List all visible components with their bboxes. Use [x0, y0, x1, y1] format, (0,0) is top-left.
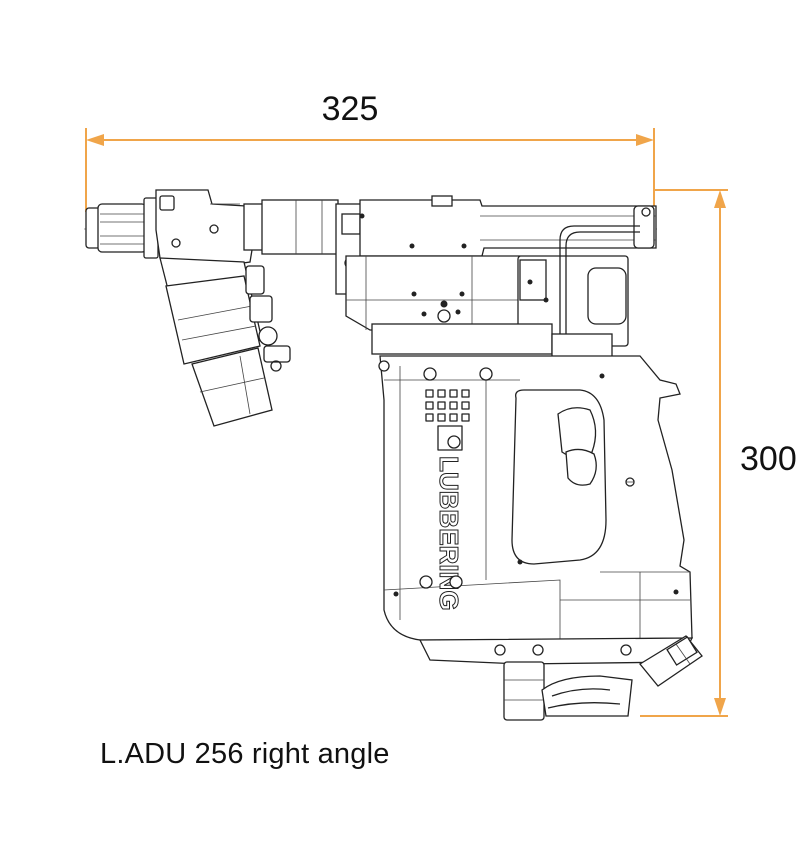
width-dimension: 325 [85, 90, 655, 220]
height-dimension: 300 [640, 189, 797, 717]
tool-outline: LUBBERING [84, 189, 703, 721]
width-dimension-label: 325 [322, 90, 379, 128]
logo-dot-grid [425, 389, 470, 422]
drawing-caption: L.ADU 256 right angle [100, 738, 390, 770]
height-dimension-label: 300 [740, 440, 797, 478]
